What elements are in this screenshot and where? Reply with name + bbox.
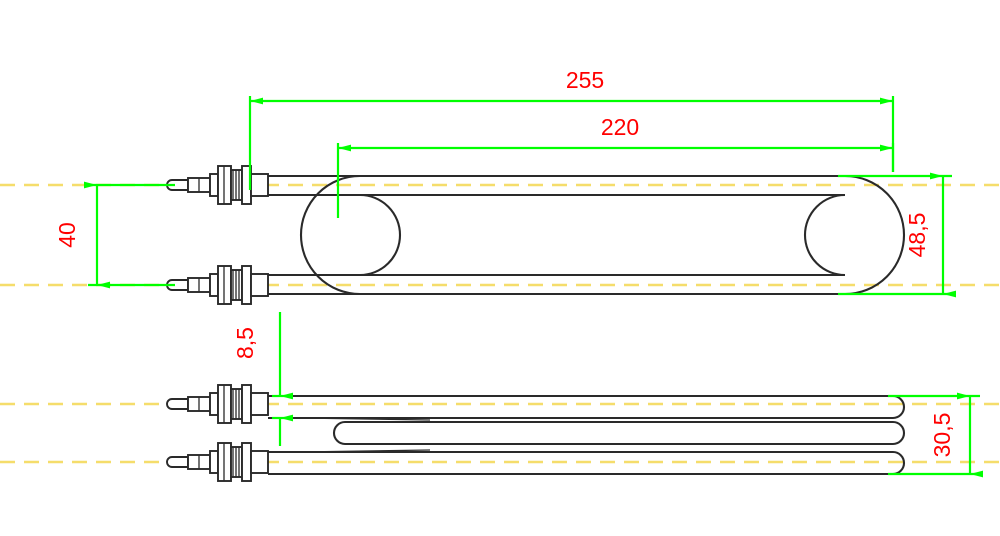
terminal-collar (250, 450, 269, 474)
tube-outer-contour (268, 174, 905, 296)
dimension-label-485: 48,5 (904, 213, 930, 258)
dimension-stack-height (888, 392, 983, 478)
tube-left-bend-inner (359, 193, 402, 277)
dimension-label-220: 220 (601, 114, 639, 140)
terminal-pin (166, 456, 189, 468)
tube-left-bend-outer (300, 174, 361, 296)
tube-inner-contour (268, 193, 846, 277)
terminal-assembly-top-1 (166, 165, 269, 205)
terminal-thread-lines (232, 270, 240, 300)
terminal-thread-lines (232, 447, 240, 477)
terminal-thread-lines (232, 389, 240, 419)
dimension-heated-length (336, 143, 895, 218)
bend-hint-lower (299, 449, 431, 453)
dimension-label-40: 40 (54, 222, 80, 248)
dimension-tube-diameter (272, 312, 293, 446)
terminal-ceramic (209, 273, 219, 297)
terminal-pin (166, 179, 189, 191)
side-tube-run-middle (333, 420, 905, 446)
terminal-assembly-top-2 (166, 265, 269, 305)
dimension-terminal-spacing (84, 181, 175, 289)
top-view-tube-loop (268, 174, 905, 296)
terminal-pin (166, 398, 189, 410)
terminal-flange (241, 265, 252, 305)
terminal-collar (250, 273, 269, 297)
top-view-terminals (166, 165, 269, 305)
bend-hint-upper (299, 417, 431, 421)
terminal-collar (250, 392, 269, 416)
dimension-label-255: 255 (566, 67, 604, 93)
terminal-ceramic (209, 173, 219, 197)
side-view-terminals (166, 384, 269, 482)
terminal-pin (166, 279, 189, 291)
terminal-flange (241, 442, 252, 482)
terminal-assembly-side-2 (166, 442, 269, 482)
dimension-label-305: 30,5 (929, 413, 955, 458)
terminal-thread-lines (232, 170, 240, 200)
terminal-flange (241, 384, 252, 424)
terminal-collar (250, 173, 269, 197)
terminal-ceramic (209, 450, 219, 474)
dimension-loop-width (838, 172, 956, 298)
dimension-label-85: 8,5 (232, 327, 258, 359)
terminal-assembly-side-1 (166, 384, 269, 424)
terminal-ceramic (209, 392, 219, 416)
